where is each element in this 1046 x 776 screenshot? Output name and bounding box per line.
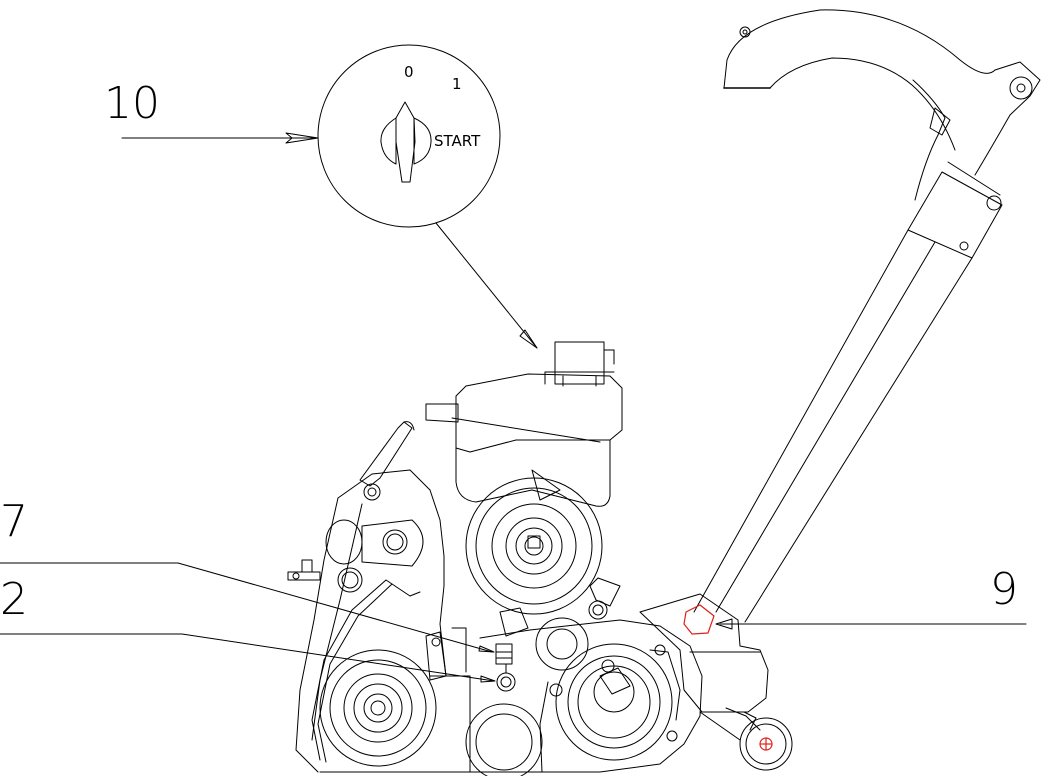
reel-hub — [593, 671, 635, 713]
front-roller — [465, 703, 543, 776]
callout-number-2: 2 — [0, 574, 28, 625]
leader-line-2b — [181, 633, 495, 682]
switch-position-start: START — [434, 132, 481, 150]
idler-pulley — [535, 617, 589, 671]
fuel-tank-lip — [425, 403, 459, 423]
handle-shaft-left — [693, 229, 909, 613]
handle-assembly — [693, 9, 1041, 623]
air-filter-housing — [554, 341, 605, 385]
handle-clamp-block — [907, 171, 1003, 259]
frame-nut-upper — [382, 529, 408, 555]
lever-pivot — [363, 483, 381, 501]
cutting-reel — [555, 643, 673, 761]
drive-drum-hub — [370, 700, 386, 716]
handle-grip-outer — [723, 9, 1041, 116]
callout-10: 10 — [104, 78, 319, 144]
cutting-unit — [479, 617, 703, 773]
flywheel-hub — [524, 536, 544, 556]
caster-wheel — [739, 717, 793, 771]
chain-cover-outline — [295, 497, 339, 773]
handle-shaft-inner — [715, 241, 936, 613]
switch-knob-left — [380, 117, 397, 165]
reel-housing — [479, 619, 703, 773]
callout-number-10: 10 — [104, 78, 160, 129]
fuel-tank — [455, 373, 623, 453]
engine-flywheel — [465, 477, 603, 615]
handle-shaft-right — [744, 257, 973, 623]
control-lever-housing — [912, 79, 946, 201]
highlighted-bolt-9 — [683, 604, 715, 635]
switch-detail-leader — [435, 222, 538, 349]
handle-rivet-top — [739, 26, 751, 38]
engine-shroud — [455, 439, 611, 507]
switch-position-off: 0 — [404, 63, 414, 81]
engine-assembly — [425, 341, 623, 637]
callout-number-9: 9 — [990, 564, 1018, 615]
switch-knob-right — [413, 117, 432, 165]
leader-line-7b — [177, 562, 493, 653]
callout-7: 7 — [0, 496, 495, 653]
handle-pivot-knob — [1009, 76, 1033, 100]
side-frame — [287, 421, 467, 773]
frame-nut-lower — [337, 567, 363, 593]
switch-position-on: 1 — [452, 75, 462, 93]
frame-plate-outline — [337, 469, 447, 677]
handle-mount — [639, 593, 793, 771]
drive-chain — [311, 579, 387, 761]
adjustment-bolt-7 — [495, 643, 513, 665]
switch-key-pointer — [395, 101, 416, 183]
drive-drum-outer — [319, 649, 437, 767]
callout-2: 2 — [0, 574, 496, 683]
callout-9: 9 — [683, 564, 1027, 635]
clamp-bolt — [959, 241, 969, 251]
switch-detail-circle — [317, 44, 501, 228]
callout-number-7: 7 — [0, 496, 28, 547]
engine-bracket — [499, 607, 529, 637]
frame-boss — [325, 519, 363, 565]
front-roller-outer — [465, 703, 543, 776]
handle-grip-inner — [769, 57, 956, 151]
rear-drive-drum — [319, 649, 471, 773]
ignition-switch-detail: 0 1 START — [317, 44, 538, 349]
handle-mount-bracket — [639, 593, 769, 713]
adjustment-nut-2 — [496, 672, 516, 692]
arrowhead-10 — [285, 132, 319, 144]
switch-detail-arrowhead — [519, 329, 538, 349]
